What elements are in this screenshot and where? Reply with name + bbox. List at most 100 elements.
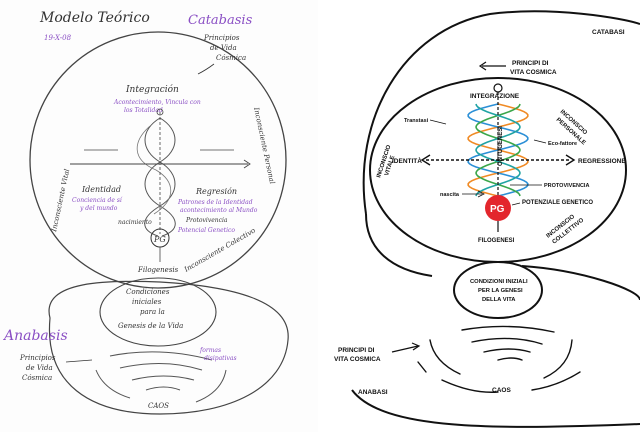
clean-filogenesi: FILOGENESI [478, 238, 515, 244]
clean-arrowhead-principi-bottom [411, 342, 421, 351]
sketch-condiciones-3: para la [140, 308, 165, 316]
clean-swirl-9 [417, 361, 427, 373]
clean-principi-top-1: PRINCIPI DI [512, 60, 549, 67]
clean-swirl-2 [471, 337, 543, 345]
sketch-identidad: Identidad [81, 185, 121, 194]
sketch-regresion-note-2: acontecimiento al Mundo [180, 207, 258, 214]
clean-eco-pointer [533, 139, 547, 144]
sketch-formas-note-1: formas [199, 347, 221, 354]
sketch-condiciones-ellipse [99, 277, 217, 347]
clean-nascita-arrowhead [477, 190, 485, 198]
clean-integrazione: INTEGRAZIONE [470, 93, 520, 100]
sketch-arrow-principios-top [197, 63, 215, 75]
clean-principi-top-2: VITA COSMICA [510, 69, 557, 76]
sketch-swirl-4 [145, 386, 181, 391]
sketch-swirl-2 [119, 363, 203, 371]
clean-condizioni-2: PER LA GENESI [478, 288, 523, 294]
sketch-integracion: Integración [125, 84, 179, 95]
sketch-paper [0, 0, 318, 432]
clean-caos: CAOS [492, 387, 511, 394]
sketch-panel: Modelo Teórico 19-X-08 Catabasis Princip… [0, 0, 318, 432]
clean-integrazione-node [493, 83, 503, 93]
sketch-catabasis: Catabasis [188, 13, 253, 28]
clean-anabasi: ANABASI [358, 389, 388, 396]
clean-helix-strand-green [475, 103, 521, 197]
sketch-arrow-right [243, 159, 251, 169]
clean-principi-bottom-1: PRINCIPI DI [338, 347, 375, 354]
sketch-principios-top-3: Cósmica [216, 54, 246, 62]
sketch-swirl-1 [109, 351, 213, 361]
sketch-principios-bottom-2: de Vida [26, 364, 53, 372]
clean-panel: CATABASI PRINCIPI DI VITA COSMICA INTEGR… [322, 0, 640, 432]
clean-ontogenesi: ONTOGENESI [498, 126, 504, 166]
clean-nascita: nascita [440, 192, 460, 198]
clean-swirl-7 [441, 379, 499, 393]
sketch-swirl-5 [95, 369, 131, 399]
clean-anabasi-top [521, 265, 640, 301]
sketch-principios-top-1: Principios [203, 34, 240, 42]
clean-helix-strand-teal [475, 103, 521, 197]
sketch-lower-blob [48, 280, 289, 415]
clean-eco-fattore: Eco-fattore [548, 141, 577, 147]
sketch-condiciones-4: Genesis de la Vida [118, 322, 183, 330]
clean-svg: CATABASI PRINCIPI DI VITA COSMICA INTEGR… [334, 10, 640, 428]
sketch-principios-top-2: de Vida [210, 44, 237, 52]
clean-catabasi: CATABASI [592, 29, 625, 36]
sketch-condiciones-2: iniciales [132, 298, 162, 306]
clean-swirl-1 [461, 325, 555, 333]
sketch-svg: Modelo Teórico 19-X-08 Catabasis Princip… [0, 0, 318, 432]
clean-condizioni-1: CONDIZIONI INIZIALI [470, 279, 528, 285]
clean-protovivencia: PROTOVIVENCIA [544, 183, 589, 189]
sketch-pg: PG [153, 235, 166, 244]
sketch-swirl-3 [131, 375, 195, 381]
sketch-helix-a [144, 117, 176, 237]
sketch-helix-c [136, 125, 172, 215]
sketch-swirl-6 [195, 369, 227, 403]
sketch-title: Modelo Teórico [39, 10, 150, 26]
sketch-arrow-principios-bottom [65, 359, 93, 363]
sketch-identidad-note-2: y del mundo [79, 205, 118, 212]
sketch-date: 19-X-08 [44, 34, 72, 42]
clean-regressione: REGRESSIONE [578, 158, 626, 165]
sketch-anabasis: Anabasis [2, 328, 68, 344]
sketch-top-node [156, 108, 164, 116]
clean-caos-swirls [417, 325, 581, 393]
clean-transtasi-pointer [429, 119, 447, 125]
clean-outer-curve [362, 10, 640, 215]
sketch-outer-circle [29, 31, 287, 289]
clean-pg-circle [485, 195, 511, 221]
sketch-potencial-genetico: Potencial Genetico [177, 227, 235, 234]
clean-potenziale-pointer [511, 202, 521, 206]
clean-transtasi: Transtasi [404, 118, 429, 124]
sketch-principios-bottom-3: Cósmica [22, 374, 52, 382]
sketch-filogenesis: Filogenesis [137, 266, 179, 274]
sketch-condiciones-1: Condiciones [126, 288, 170, 296]
clean-condizioni-3: DELLA VITA [482, 297, 516, 303]
clean-condizioni-oval [453, 261, 543, 319]
sketch-helix-b [144, 117, 176, 237]
sketch-regresion-note-1: Patrones de la Identidad [177, 199, 253, 206]
clean-identita: IDENTITÀ [392, 156, 422, 165]
clean-arrow-right [565, 154, 576, 166]
sketch-nacimiento: nacimiento [118, 219, 152, 226]
sketch-regresion: Regresión [195, 187, 237, 196]
clean-principi-bottom-2: VITA COSMICA [334, 356, 381, 363]
sketch-identidad-note-1: Conciencia de sí [72, 197, 123, 204]
clean-potenziale-genetico: POTENZIALE GENETICO [522, 200, 593, 206]
sketch-formas-note-2: disipativas [204, 355, 237, 362]
sketch-caos: CAOS [148, 402, 169, 410]
sketch-protovivencia: Protovivencia [185, 217, 228, 224]
clean-outer-curve-low [365, 213, 433, 277]
sketch-principios-bottom-1: Principios [19, 354, 56, 362]
clean-swirl-3 [483, 348, 531, 353]
clean-pg: PG [490, 204, 505, 215]
sketch-swirls [95, 351, 227, 403]
clean-swirl-6 [543, 339, 573, 379]
clean-arrowhead-principi-top [478, 61, 487, 71]
sketch-integracion-note-1: Acontecimiento, Vincula con [113, 99, 201, 106]
clean-swirl-8 [531, 371, 581, 391]
clean-swirl-5 [429, 339, 461, 375]
clean-arrow-principi-bottom [391, 345, 419, 353]
clean-swirl-4 [497, 357, 523, 361]
